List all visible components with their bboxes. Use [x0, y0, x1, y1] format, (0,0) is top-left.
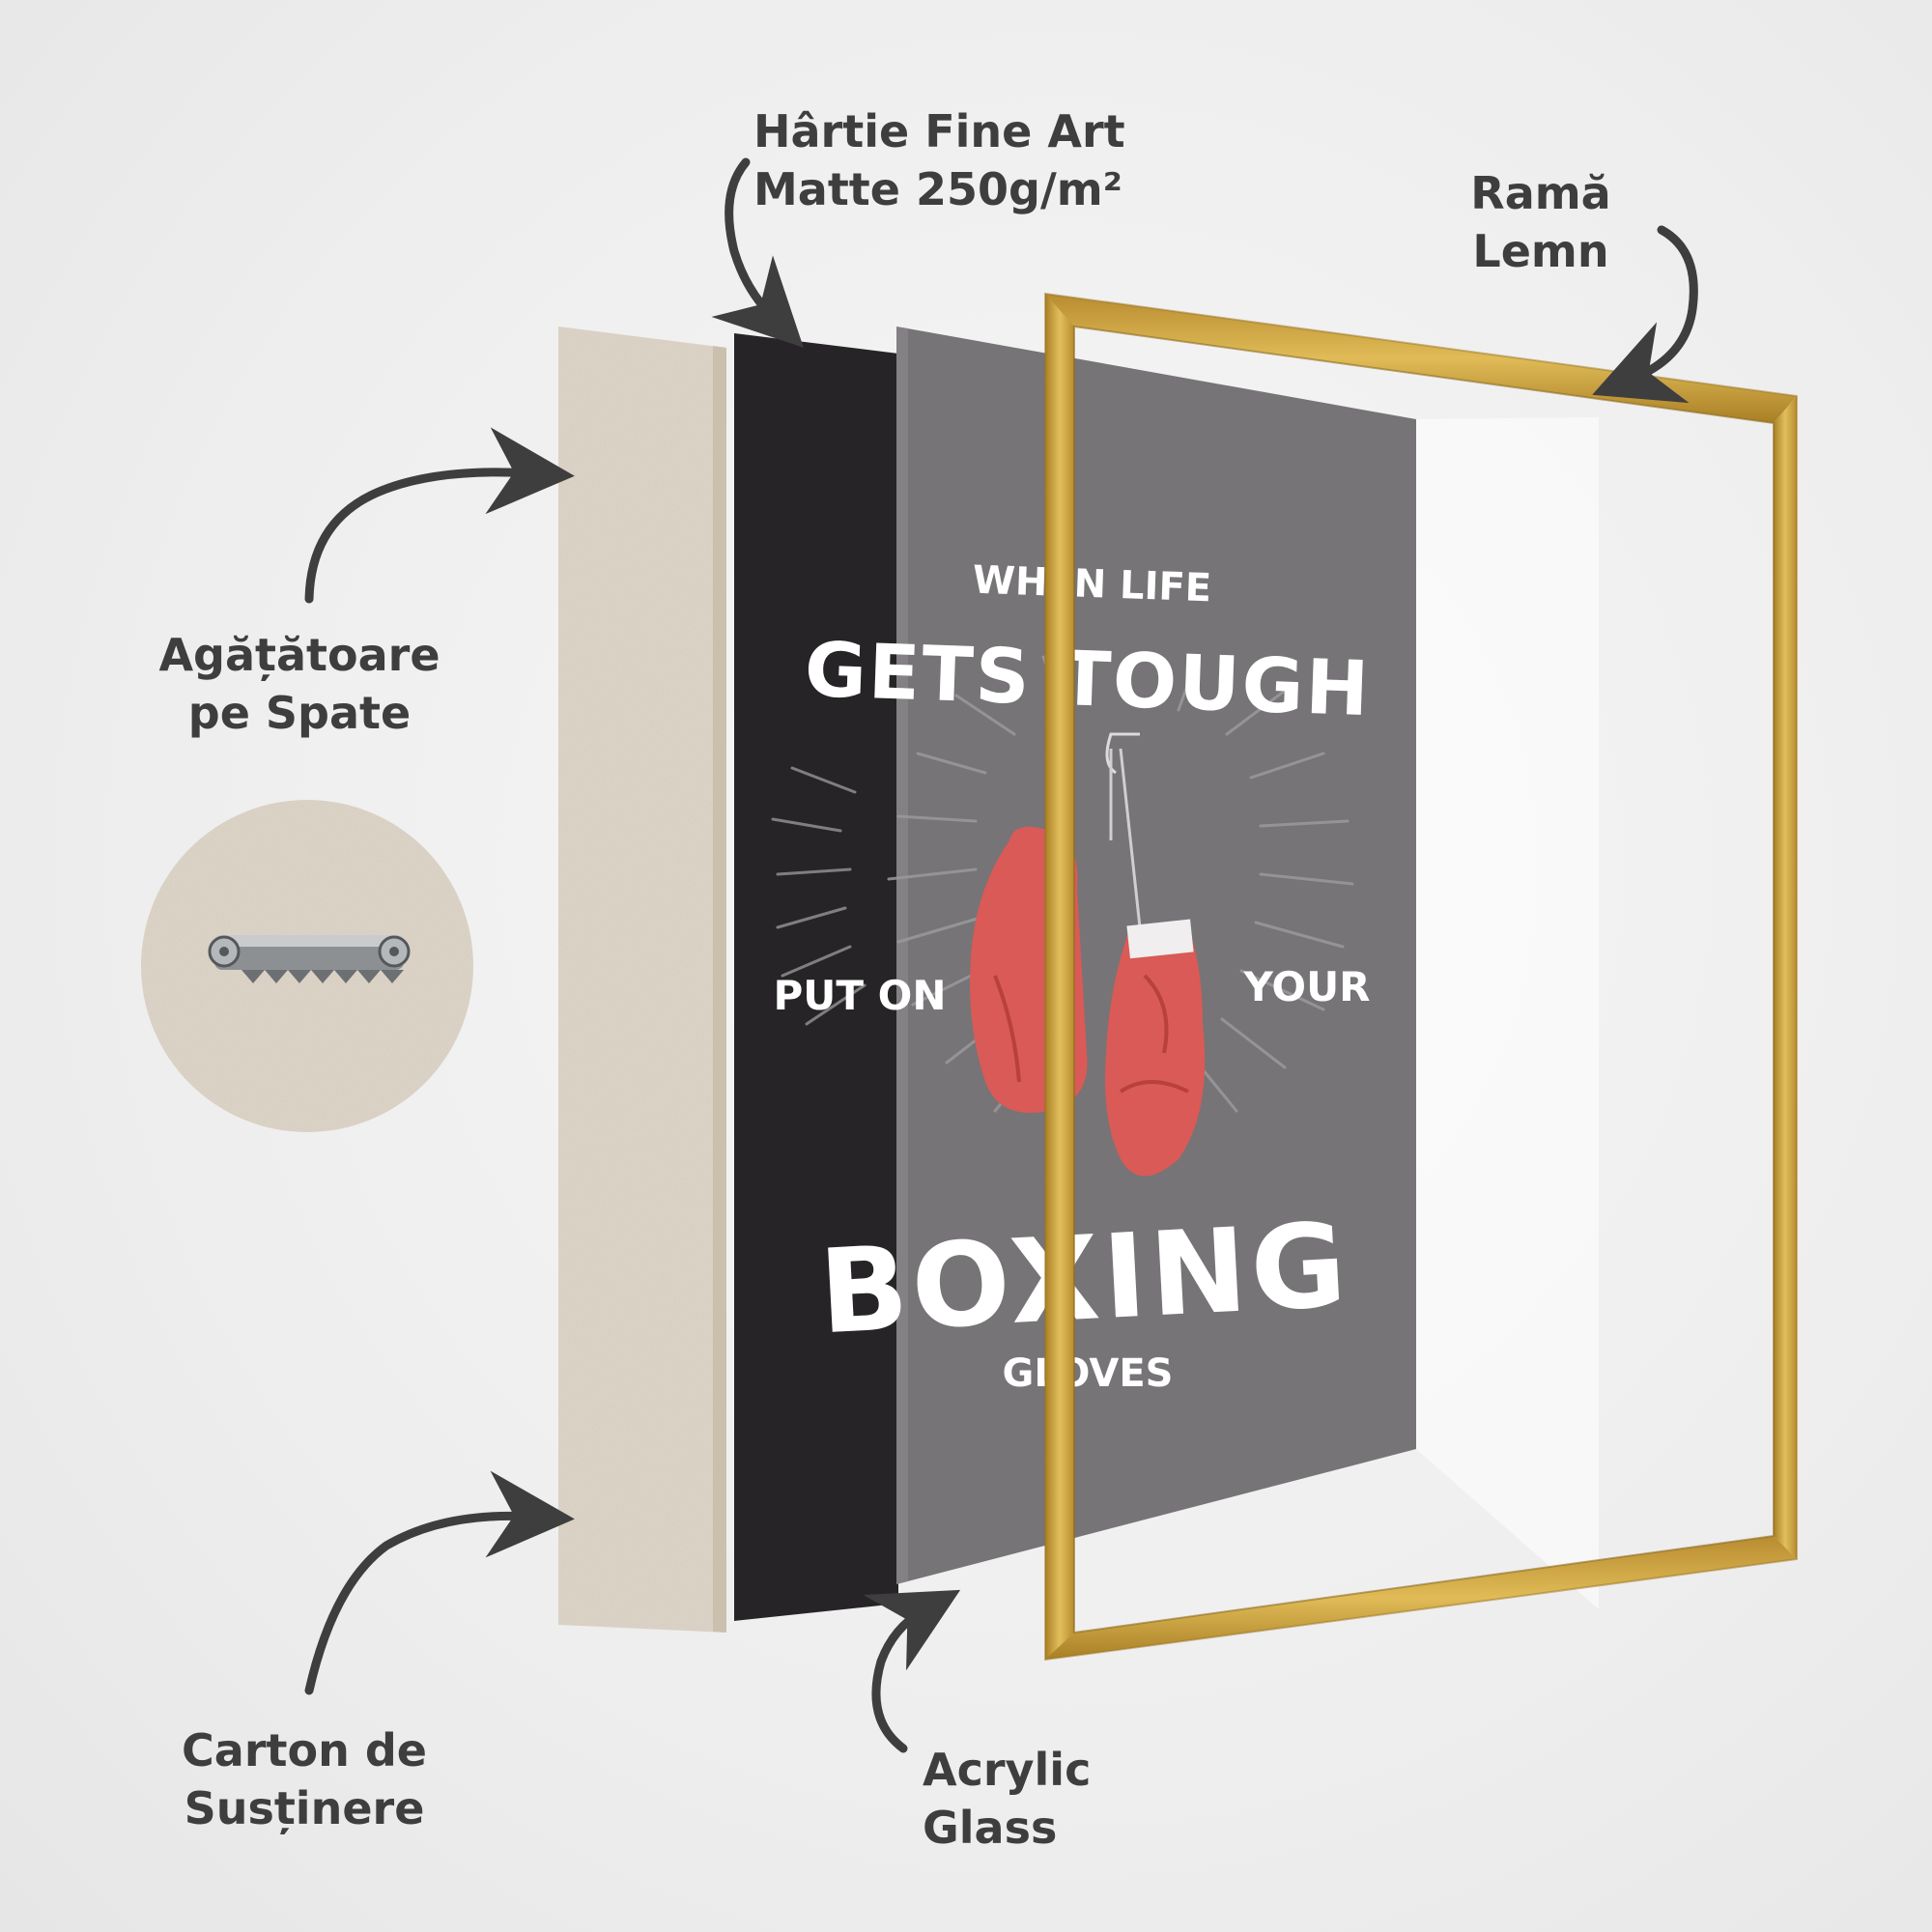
label-hanger-line2: pe Spate	[187, 687, 412, 739]
poster-text-boxing: BOXING	[816, 1199, 1353, 1361]
label-backing: Carton de Susținere	[145, 1721, 464, 1837]
label-frame: Ramă Lemn	[1459, 164, 1623, 280]
label-glass-line1: Acrylic	[923, 1744, 1092, 1796]
label-backing-line1: Carton de	[182, 1724, 427, 1776]
arrow-glass	[863, 1589, 961, 1753]
hanger-detail-circle	[141, 800, 473, 1132]
backing-cardboard	[558, 327, 726, 1633]
sawtooth-hanger	[208, 935, 411, 983]
label-paper: Hârtie Fine Art Matte 250g/m²	[753, 102, 1125, 218]
arrow-frame	[1592, 225, 1698, 404]
label-backing-line2: Susținere	[184, 1782, 425, 1834]
poster-text-your: YOUR	[1242, 963, 1370, 1010]
arrow-paper	[711, 157, 804, 348]
label-glass-line2: Glass	[923, 1802, 1058, 1854]
label-hanger: Agățătoare pe Spate	[126, 626, 473, 742]
arrow-backing	[304, 1470, 575, 1695]
label-paper-line1: Hârtie Fine Art	[753, 105, 1125, 157]
poster-text-when-life: WHEN LIFE	[972, 558, 1212, 611]
label-frame-line2: Lemn	[1472, 225, 1609, 277]
acrylic-glass: WHEN LIFE GETS TOUGH PUT ON YOUR BOXING …	[771, 327, 1599, 1609]
label-hanger-line1: Agățătoare	[158, 629, 440, 681]
label-paper-line2: Matte 250g/m²	[753, 163, 1122, 215]
poster-text-put-on: PUT ON	[773, 972, 946, 1019]
poster-text-gets-tough: GETS TOUGH	[804, 627, 1373, 733]
label-glass: Acrylic Glass	[923, 1741, 1091, 1857]
label-frame-line1: Ramă	[1470, 167, 1611, 219]
poster-text-gloves: GLOVES	[1003, 1351, 1174, 1396]
arrow-hanger	[304, 427, 575, 604]
glove-lace	[1105, 732, 1140, 775]
poster-paper	[734, 333, 898, 1621]
gold-wood-frame	[1044, 292, 1798, 1662]
